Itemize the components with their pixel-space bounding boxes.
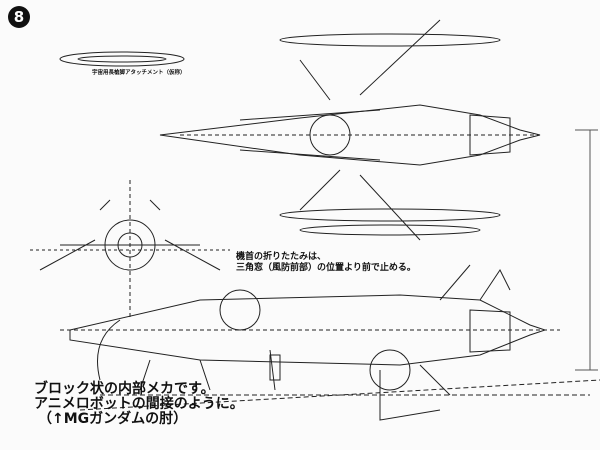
attachment-caption: 宇宙用長槍脚アタッチメント（仮称）	[92, 70, 186, 76]
page-number-badge: 8	[8, 6, 30, 28]
attachment-drawing	[59, 51, 185, 67]
dimension-lines	[575, 129, 598, 371]
memo-line: アニメロボットの間接のように。	[34, 396, 244, 412]
front-view-ship	[30, 180, 230, 320]
top-view-ship	[159, 19, 541, 241]
note-line: 機首の折りたたみは、	[236, 252, 327, 262]
memo-line: （↑MGガンダムの肘）	[38, 411, 188, 427]
mechanism-memo: ブロック状の内部メカです。 アニメロボットの間接のように。 （↑MGガンダムの肘…	[34, 382, 244, 427]
side-view-ship	[60, 264, 600, 421]
memo-line: ブロック状の内部メカです。	[34, 381, 215, 397]
fold-note: 機首の折りたたみは、 三角窓（風防前部）の位置より前で止める。	[236, 252, 416, 274]
note-line: 三角窓（風防前部）の位置より前で止める。	[236, 263, 416, 273]
